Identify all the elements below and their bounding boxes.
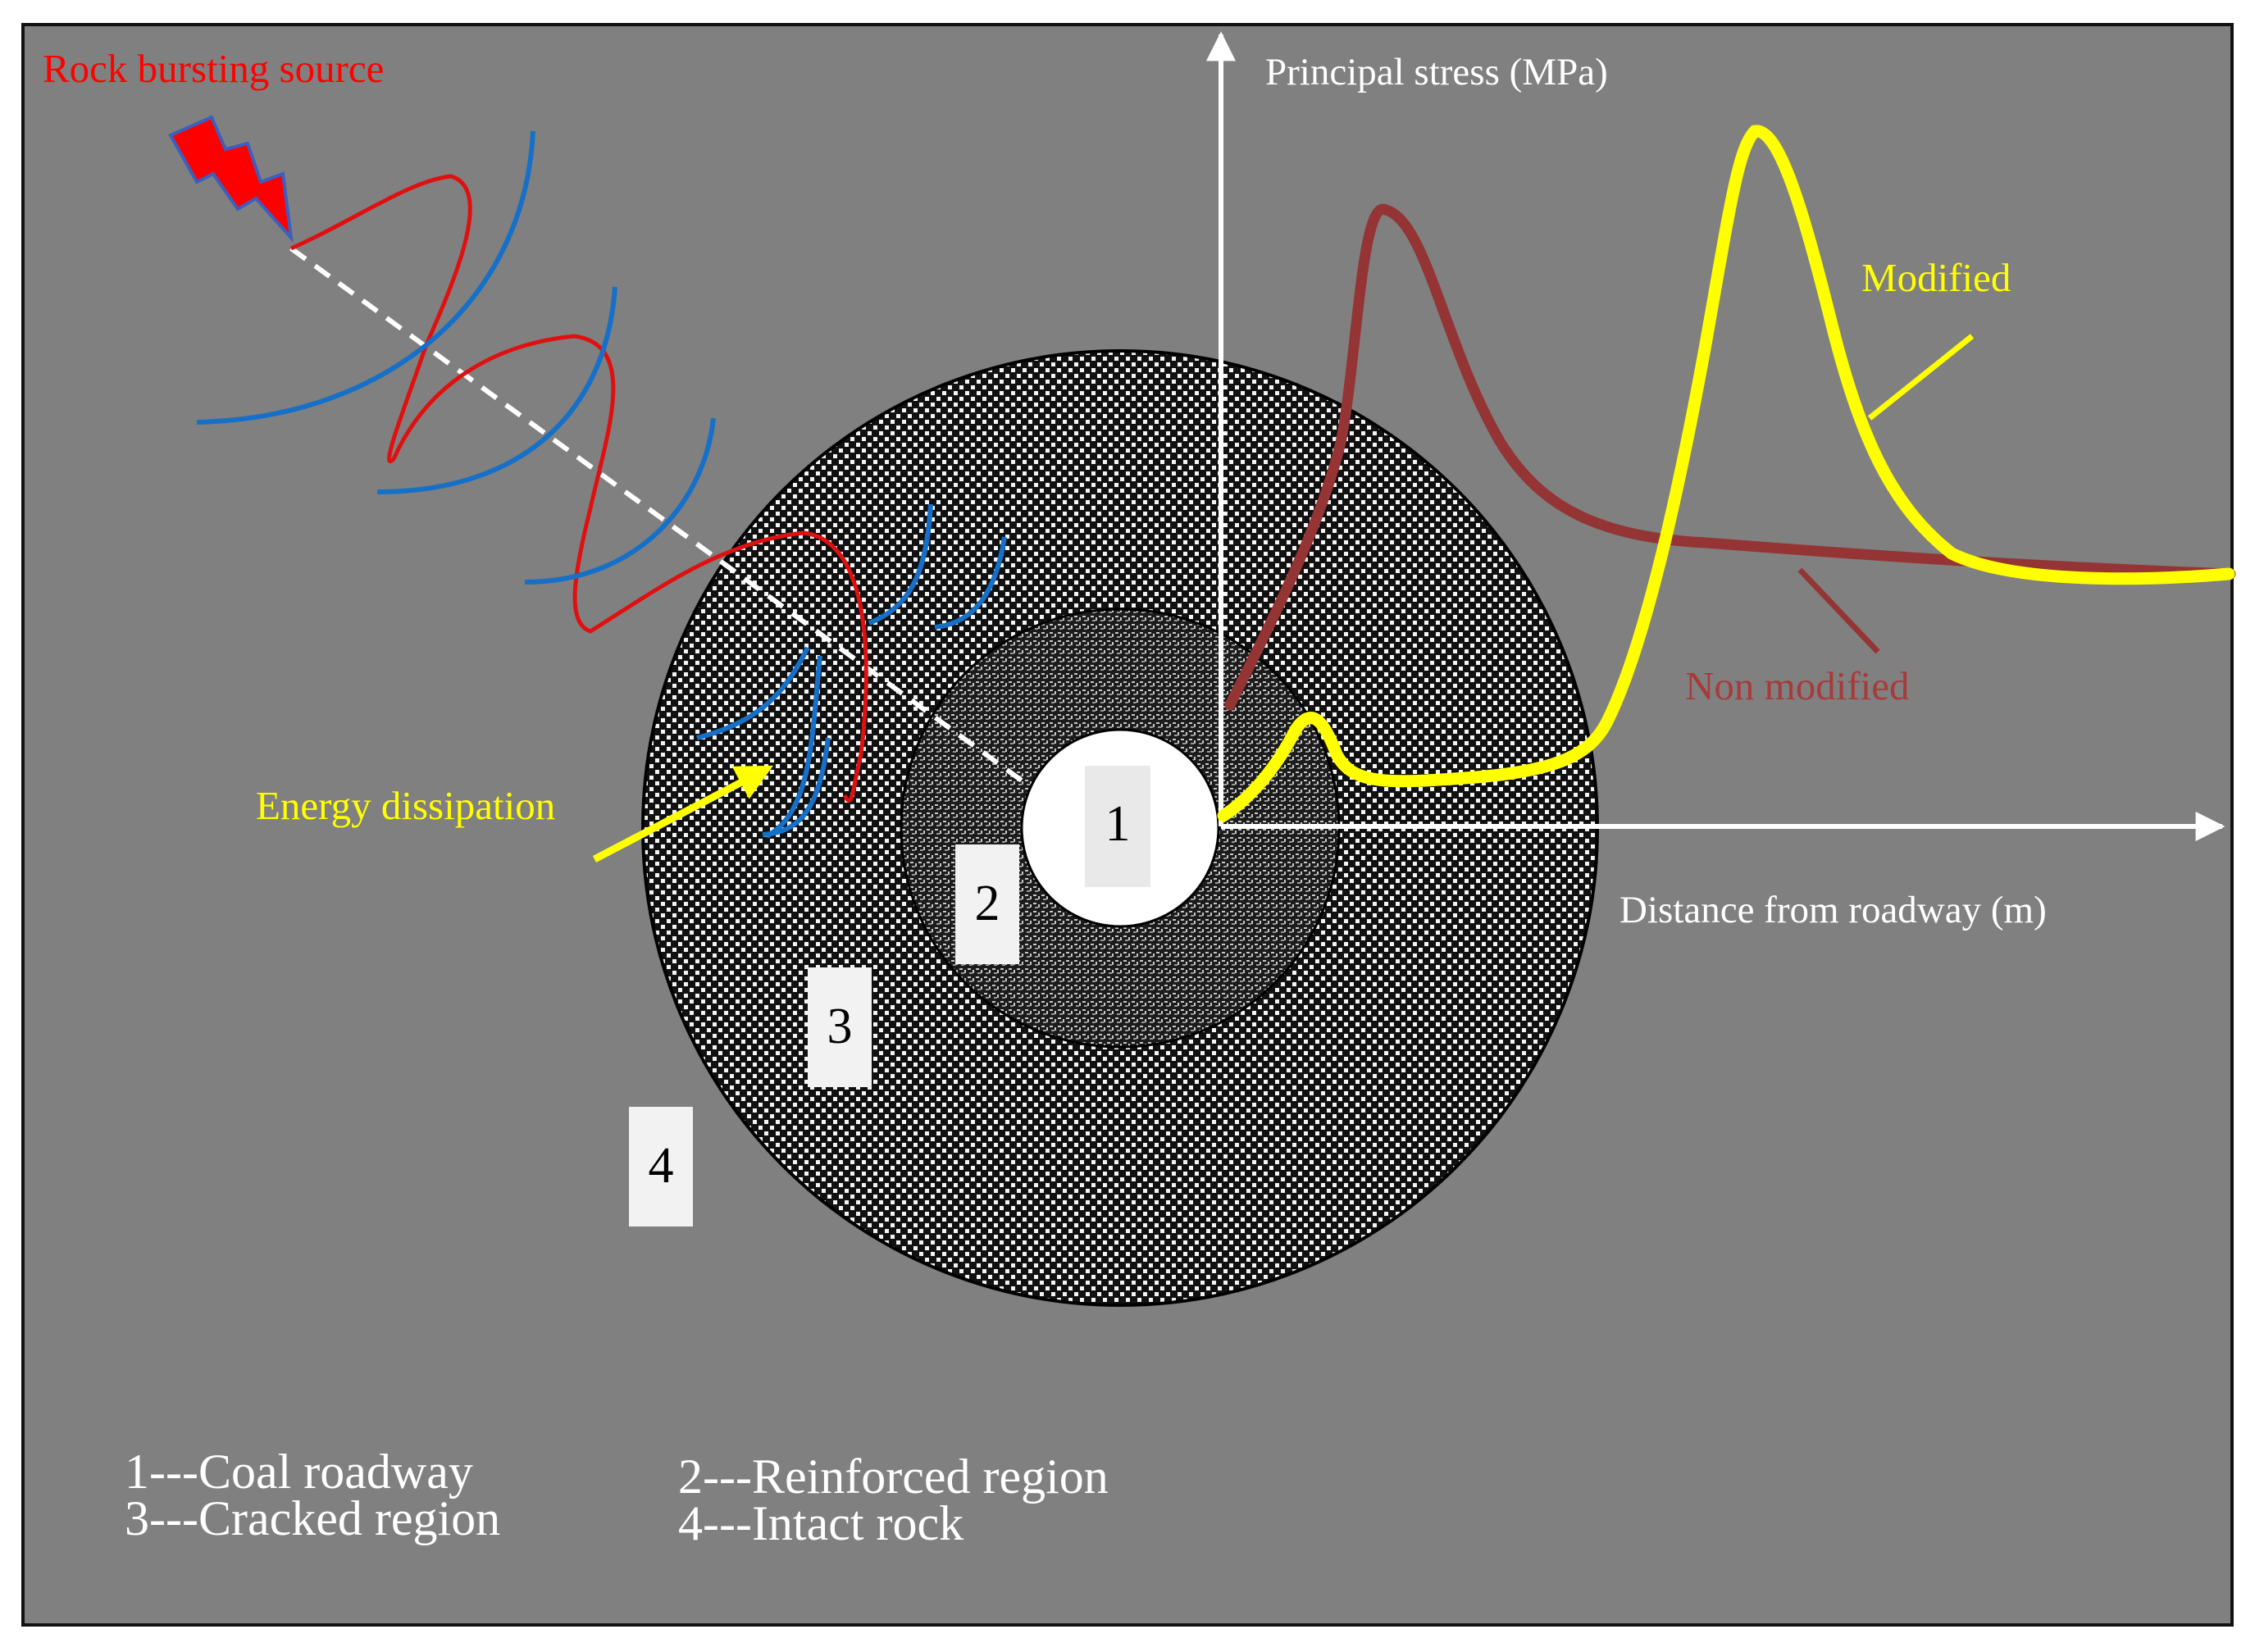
energy-arrow bbox=[592, 765, 773, 862]
legend-item-intact-rock: 4---Intact rock bbox=[678, 1496, 963, 1550]
lightning-icon bbox=[168, 115, 294, 243]
y-axis-label: Principal stress (MPa) bbox=[1265, 51, 1608, 93]
svg-text:3: 3 bbox=[827, 999, 853, 1054]
legend-item-reinforced-region: 2---Reinforced region bbox=[678, 1449, 1109, 1504]
seismic-wavefronts bbox=[196, 130, 1007, 839]
svg-text:4: 4 bbox=[649, 1138, 674, 1194]
stress-wave-red bbox=[289, 174, 868, 803]
svg-text:2: 2 bbox=[975, 876, 1000, 931]
x-axis-label: Distance from roadway (m) bbox=[1620, 889, 2047, 931]
non-modified-pointer bbox=[1797, 567, 1880, 654]
energy-dissipation-label: Energy dissipation bbox=[256, 783, 555, 828]
zone-label-3: 3 bbox=[808, 967, 872, 1087]
rock-bursting-source-label: Rock bursting source bbox=[43, 46, 384, 91]
legend: 1---Coal roadway 3---Cracked region 2---… bbox=[125, 1445, 1109, 1550]
zone-label-2: 2 bbox=[955, 844, 1019, 964]
modified-pointer bbox=[1867, 334, 1975, 421]
legend-item-cracked-region: 3---Cracked region bbox=[125, 1491, 500, 1545]
zone-label-4: 4 bbox=[629, 1107, 693, 1226]
modified-curve bbox=[1217, 125, 2235, 822]
non-modified-curve bbox=[1224, 203, 2236, 711]
non-modified-label: Non modified bbox=[1685, 663, 1910, 708]
zone-label-1: 1 bbox=[1085, 766, 1150, 887]
legend-item-coal-roadway: 1---Coal roadway bbox=[125, 1445, 473, 1499]
modified-label: Modified bbox=[1861, 255, 2011, 300]
svg-text:1: 1 bbox=[1105, 796, 1131, 852]
propagation-path bbox=[289, 246, 1027, 785]
